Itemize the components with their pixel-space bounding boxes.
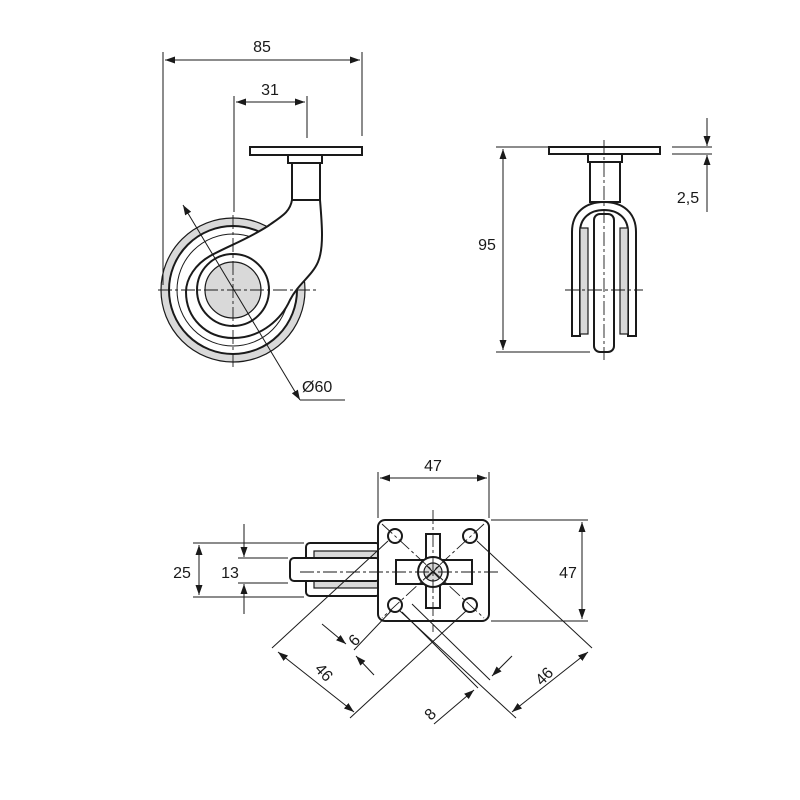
dim-top-diag-right: 46 bbox=[533, 664, 558, 689]
side-plate-boss bbox=[287, 154, 323, 164]
top-ext-46-left-b bbox=[349, 610, 467, 719]
front-view: 95 2,5 bbox=[478, 118, 712, 360]
top-ext-46-left-a bbox=[271, 540, 389, 649]
dim-top-plate-width: 47 bbox=[424, 458, 442, 475]
front-fork-inner-left bbox=[579, 227, 589, 335]
dim-top-wheel-outer: 25 bbox=[173, 565, 191, 582]
front-fork-inner-right bbox=[619, 227, 629, 335]
dim-line-8-b bbox=[491, 655, 513, 677]
dim-top-diag-left: 46 bbox=[311, 661, 336, 686]
dim-line-6-c bbox=[355, 655, 375, 676]
dim-line-8-ext-b bbox=[411, 603, 491, 681]
dim-side-offset: 31 bbox=[261, 82, 279, 99]
top-ext-46-right-a bbox=[476, 540, 593, 649]
dim-line-46-right bbox=[511, 651, 589, 713]
dim-side-total-width: 85 bbox=[253, 39, 271, 56]
front-mounting-plate bbox=[548, 146, 661, 155]
diameter-leader bbox=[182, 204, 301, 401]
dim-top-wheel-inner: 13 bbox=[221, 565, 239, 582]
dim-line-8-ext-a bbox=[401, 611, 479, 689]
side-mounting-plate bbox=[249, 146, 363, 156]
front-stem bbox=[589, 161, 621, 203]
dim-line-46-left bbox=[277, 651, 355, 713]
top-hole-diag-2 bbox=[381, 523, 485, 619]
dim-wheel-diameter: Ø60 bbox=[302, 379, 332, 396]
dim-front-total-height: 95 bbox=[478, 237, 496, 254]
top-view: 47 47 25 13 46 46 6 bbox=[173, 458, 593, 725]
side-view: Ø60 85 31 bbox=[158, 39, 363, 401]
dim-front-plate-thickness: 2,5 bbox=[677, 190, 699, 207]
front-plate-boss bbox=[587, 153, 623, 163]
dim-line-6-a bbox=[321, 623, 347, 645]
dim-line-8-a bbox=[433, 689, 475, 725]
dim-line-6-b bbox=[353, 609, 393, 651]
top-hole-bottom-left bbox=[387, 597, 403, 613]
top-hole-top-right bbox=[462, 528, 478, 544]
dim-top-hole-diameter: 6 bbox=[346, 632, 364, 650]
dim-top-plate-height: 47 bbox=[559, 565, 577, 582]
